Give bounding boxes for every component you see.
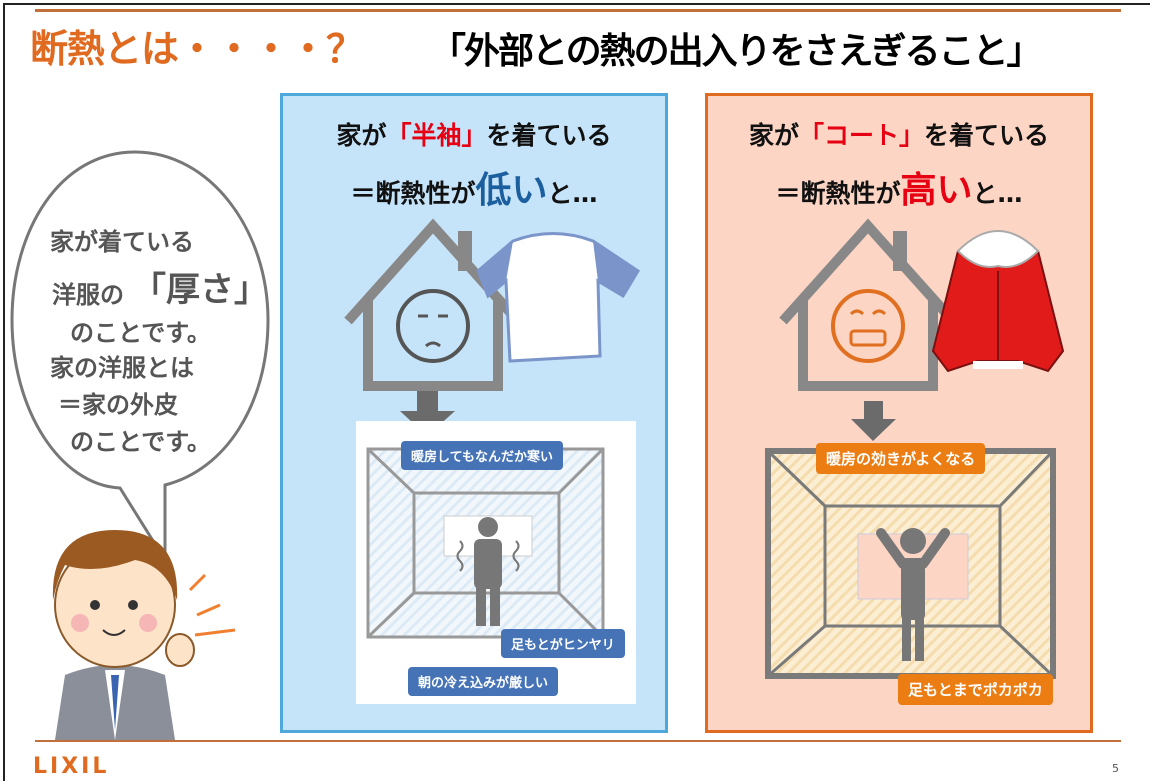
panel-heading-line2: ＝断熱性が高いと…: [775, 170, 1023, 211]
effect-tag: 朝の冷え込みが厳しい: [408, 667, 559, 696]
bubble-line: 家が着ている: [50, 228, 194, 256]
low-insulation-panel: 家が「半袖」を着ている ＝断熱性が低いと… 暖房してもなんだか寒い 足もとがヒン…: [280, 93, 668, 733]
down-arrow-icon: [400, 391, 455, 436]
cold-room-illustration: 暖房してもなんだか寒い 足もとがヒンヤリ 朝の冷え込みが厳しい: [356, 421, 636, 704]
slide-frame: [3, 3, 1150, 781]
effect-tag: 暖房の効きがよくなる: [816, 443, 986, 474]
house-tshirt-illustration: [344, 218, 641, 391]
down-arrow-icon: [851, 401, 896, 441]
house-coat-illustration: [779, 218, 1065, 391]
effect-tag: 暖房してもなんだか寒い: [401, 441, 563, 470]
slide-subtitle: 「外部との熱の出入りをさえぎること」: [430, 31, 1043, 72]
panel-heading-line2: ＝断熱性が低いと…: [350, 170, 598, 211]
bottom-divider: [35, 740, 1121, 742]
bubble-line: 洋服の: [52, 281, 124, 309]
bubble-line: のことです。: [70, 319, 211, 347]
businessman-illustration: [52, 530, 236, 740]
lixil-logo: LIXIL: [33, 754, 110, 779]
page-number: 5: [1112, 762, 1119, 775]
effect-tag: 足もとまでポカポカ: [898, 674, 1053, 705]
speech-bubble: [10, 150, 270, 566]
effect-tag: 足もとがヒンヤリ: [501, 629, 625, 658]
bubble-line: ＝家の外皮: [58, 391, 178, 419]
slide-title: 断熱とは・・・・？: [30, 27, 364, 71]
panel-heading-line1: 家が「コート」を着ている: [748, 121, 1050, 150]
warm-room-illustration: [765, 448, 1056, 679]
bubble-line: のことです。: [70, 428, 211, 456]
panel-heading-line1: 家が「半袖」を着ている: [336, 121, 612, 150]
top-divider: [35, 9, 1121, 12]
bubble-line: 家の洋服とは: [50, 354, 194, 382]
bubble-emphasis: 「厚さ」: [132, 270, 268, 310]
high-insulation-panel: 家が「コート」を着ている ＝断熱性が高いと… 暖房の効きがよくなる 足もとまでポ…: [705, 93, 1093, 733]
